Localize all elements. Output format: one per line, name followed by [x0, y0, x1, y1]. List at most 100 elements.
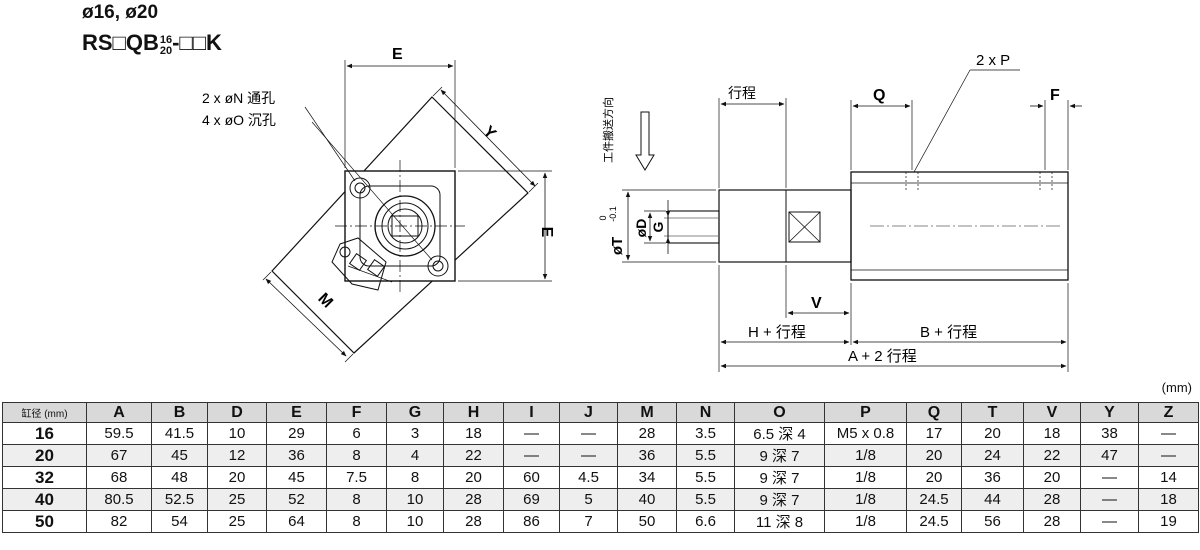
table-cell: 9 深 7 [734, 444, 825, 467]
table-cell: 18 [443, 422, 504, 445]
table-cell: 34 [617, 466, 677, 489]
table-cell: 68 [86, 466, 152, 489]
table-cell: 4 [386, 444, 444, 467]
model-suffix: -□□K [172, 30, 222, 55]
header-cell: F [326, 402, 387, 423]
table-cell: — [559, 422, 618, 445]
table-header-row: 缸径 (mm) A B D E F G H I J M N O P Q T V … [2, 402, 1199, 423]
table-cell: 29 [266, 422, 327, 445]
header-cell: J [559, 402, 618, 423]
table-cell: 48 [151, 466, 208, 489]
table-cell: 25 [207, 510, 267, 533]
dim-v: V [811, 295, 822, 312]
table-cell: 28 [1023, 488, 1081, 511]
table-cell: 28 [1023, 510, 1081, 533]
table-cell: 28 [617, 422, 677, 445]
table-cell: 44 [961, 488, 1024, 511]
dim-g: G [650, 221, 666, 232]
table-cell: — [1138, 422, 1199, 445]
header-cell: V [1023, 402, 1081, 423]
header-cell: B [151, 402, 208, 423]
table-cell: 20 [1023, 466, 1081, 489]
dim-t-tol-lower: -0.1 [608, 206, 618, 222]
table-cell: — [503, 422, 560, 445]
model-sub: 20 [159, 45, 173, 57]
table-cell: 11 深 8 [734, 510, 825, 533]
table-cell: — [503, 444, 560, 467]
table-cell: 8 [386, 466, 444, 489]
table-cell: 25 [207, 488, 267, 511]
header-cell: N [676, 402, 735, 423]
side-view [622, 69, 1082, 372]
table-cell: 10 [386, 510, 444, 533]
header-cell: D [207, 402, 267, 423]
table-cell: 5.5 [676, 444, 735, 467]
table-cell: 22 [443, 444, 504, 467]
table-cell: 6.5 深 4 [734, 422, 825, 445]
table-cell: 56 [961, 510, 1024, 533]
header-cell: O [734, 402, 825, 423]
table-cell: — [559, 444, 618, 467]
table-cell: 54 [151, 510, 208, 533]
unit-label: (mm) [1161, 380, 1192, 395]
header-cell: A [86, 402, 152, 423]
table-cell: 18 [1138, 488, 1199, 511]
table-cell: 47 [1080, 444, 1139, 467]
table-cell: — [1080, 488, 1139, 511]
table-cell: 20 [961, 422, 1024, 445]
table-cell: — [1080, 510, 1139, 533]
dim-t-tol-upper: 0 [598, 215, 608, 220]
table-cell: 8 [326, 444, 387, 467]
table-cell: 45 [266, 466, 327, 489]
dim-h-plus-stroke: H + 行程 [748, 324, 806, 341]
table-cell: 36 [266, 444, 327, 467]
table-cell: 28 [443, 488, 504, 511]
table-cell: 52.5 [151, 488, 208, 511]
table-cell: — [1080, 466, 1139, 489]
dim-y: Y [479, 123, 499, 143]
bore-size-cell: 40 [2, 488, 87, 511]
table-cell: 5.5 [676, 466, 735, 489]
header-cell: H [443, 402, 504, 423]
table-cell: 19 [1138, 510, 1199, 533]
table-cell: 38 [1080, 422, 1139, 445]
table-cell: 3.5 [676, 422, 735, 445]
table-cell: — [1138, 444, 1199, 467]
table-cell: 24.5 [906, 510, 962, 533]
table-cell: 14 [1138, 466, 1199, 489]
table-cell: 24 [961, 444, 1024, 467]
dim-b-plus-stroke: B + 行程 [920, 324, 977, 341]
header-cell: I [503, 402, 560, 423]
note-through-hole: 2 x øN 通孔 [202, 90, 275, 106]
note-counterbore: 4 x øO 沉孔 [202, 112, 276, 128]
model-sup: 16 [159, 34, 173, 46]
table-cell: 28 [443, 510, 504, 533]
table-cell: 41.5 [151, 422, 208, 445]
table-cell: 6.6 [676, 510, 735, 533]
table-cell: 18 [1023, 422, 1081, 445]
table-cell: 64 [266, 510, 327, 533]
table-cell: 20 [906, 466, 962, 489]
table-cell: 60 [503, 466, 560, 489]
front-view [262, 60, 552, 363]
dim-e-right: E [538, 227, 555, 238]
table-cell: 80.5 [86, 488, 152, 511]
table-cell: 6 [326, 422, 387, 445]
technical-drawing: E E Y M 2 x øN 通孔 4 x øO 沉孔 [202, 46, 1082, 372]
dim-p: 2 x P [976, 52, 1010, 69]
dim-stroke: 行程 [728, 85, 756, 101]
table-cell: 20 [443, 466, 504, 489]
dim-a-plus-2-stroke: A + 2 行程 [848, 348, 917, 365]
table-cell: 59.5 [86, 422, 152, 445]
table-cell: 20 [207, 466, 267, 489]
table-cell: 1/8 [824, 444, 907, 467]
dim-t: øT [609, 237, 626, 255]
header-cell: P [824, 402, 907, 423]
header-cell: M [617, 402, 677, 423]
